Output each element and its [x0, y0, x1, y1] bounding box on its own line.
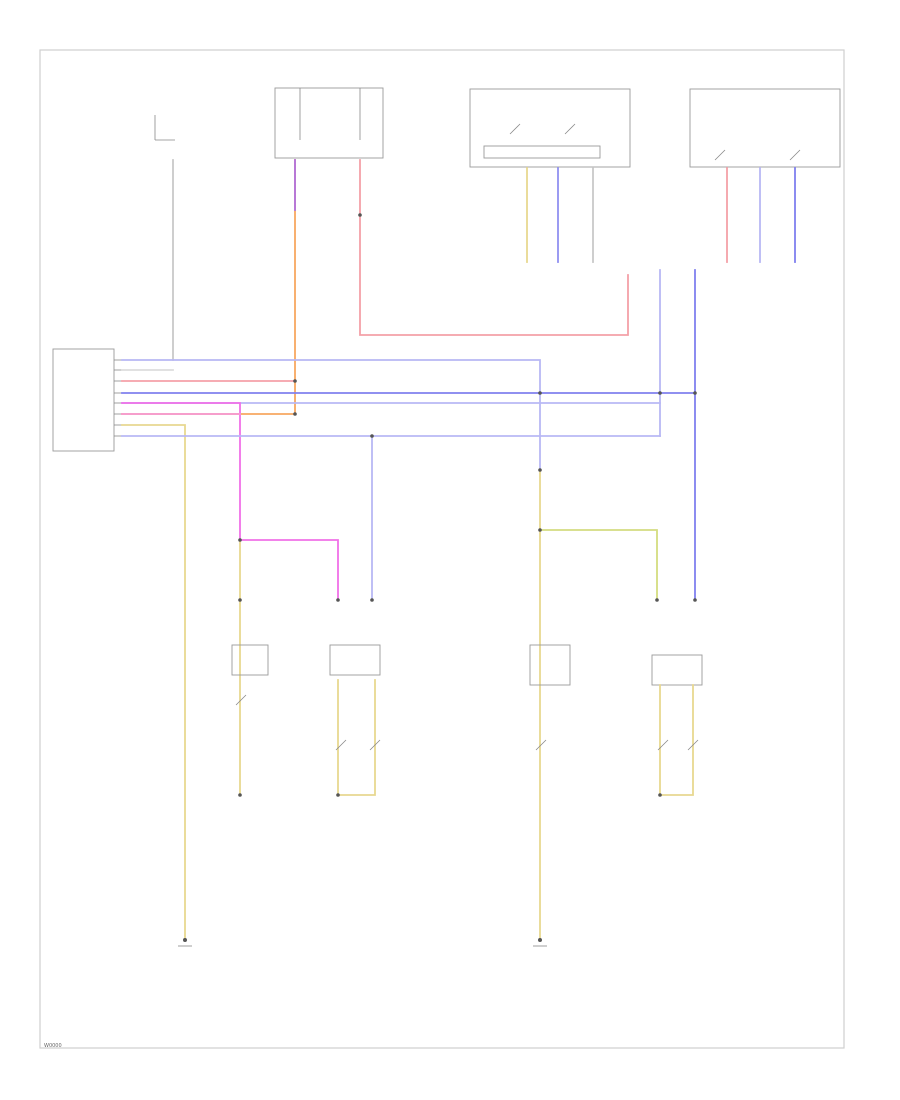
switch-pack-1 [469, 88, 631, 168]
seat-switch-mid [329, 644, 381, 796]
switch-pack-2 [689, 88, 841, 168]
control-module-box [52, 348, 115, 452]
ground-left [178, 938, 192, 947]
seat-switch-right-1 [529, 644, 571, 751]
top-fuse-group [154, 87, 384, 159]
control-module-pins [114, 359, 122, 437]
seat-switch-left [231, 644, 269, 706]
diagram-frame [39, 49, 845, 1049]
junction-dots [238, 213, 697, 797]
footer-code: W0000 [44, 1043, 62, 1049]
ground-right [533, 938, 547, 947]
seat-switch-right-2 [651, 654, 703, 796]
